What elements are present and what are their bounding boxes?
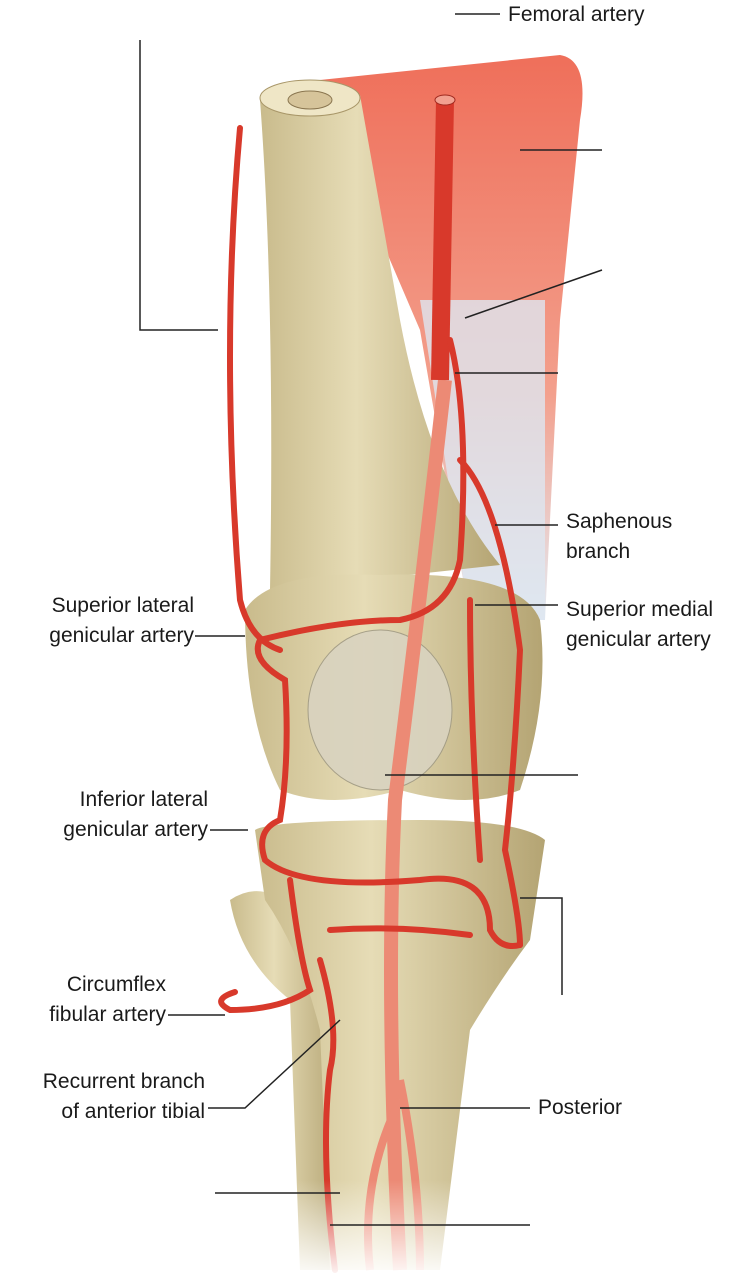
patella [307,629,453,791]
label-line: genicular artery [566,628,711,651]
leader-lines [139,13,603,1226]
label-line: Inferior lateral [79,788,208,811]
label-recurrent-anterior-tibial: Recurrent branch of anterior tibial [43,1067,205,1127]
label-circumflex-fibular: Circumflex fibular artery [49,970,166,1030]
femoral-artery [431,99,454,381]
label-line: Saphenous [566,510,673,533]
label-superior-lateral-genicular: Superior lateral genicular artery [49,591,194,651]
label-superior-medial-genicular: Superior medial genicular artery [566,595,713,655]
label-line: Superior medial [566,598,714,621]
label-line: fibular artery [49,1003,166,1026]
label-line: branch [566,540,631,563]
label-posterior: Posterior [538,1096,623,1119]
label-line: Circumflex [66,973,166,996]
label-line: Recurrent branch [42,1070,205,1093]
label-line: genicular artery [63,818,208,841]
label-line: Superior lateral [51,594,194,617]
label-line: genicular artery [49,624,194,647]
tendon [420,300,545,620]
label-femoral-artery: Femoral artery [508,3,645,26]
label-saphenous-branch: Saphenous branch [566,507,672,567]
label-inferior-lateral-genicular: Inferior lateral genicular artery [63,785,208,845]
label-line: of anterior tibial [61,1100,205,1123]
